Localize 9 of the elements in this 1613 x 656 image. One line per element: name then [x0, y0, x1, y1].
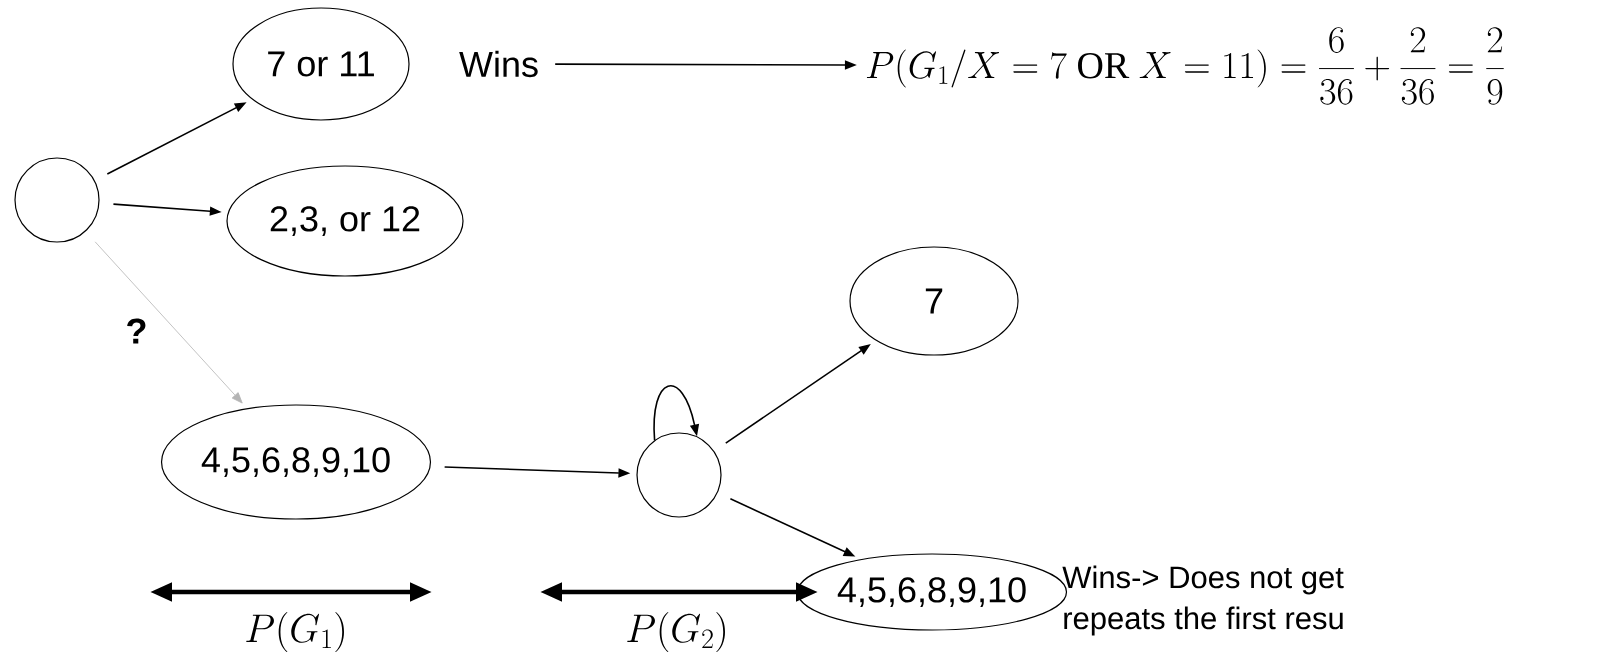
node-text: Wins: [459, 50, 538, 78]
arrow: [94, 241, 243, 404]
edge-label: ?: [123, 316, 150, 346]
state-circle: [14, 157, 100, 243]
state-circle: [636, 432, 722, 518]
formula: $P(G_1 / X = 7 \text{ OR } X = 11) = \frac{6}{36}+\frac{2}{36}=\frac{2}{9}$: [866, 27, 1504, 105]
formula: $P(G_2)$: [627, 612, 725, 652]
arrow: [653, 385, 700, 441]
formula: $P(G_1)$: [246, 612, 344, 652]
